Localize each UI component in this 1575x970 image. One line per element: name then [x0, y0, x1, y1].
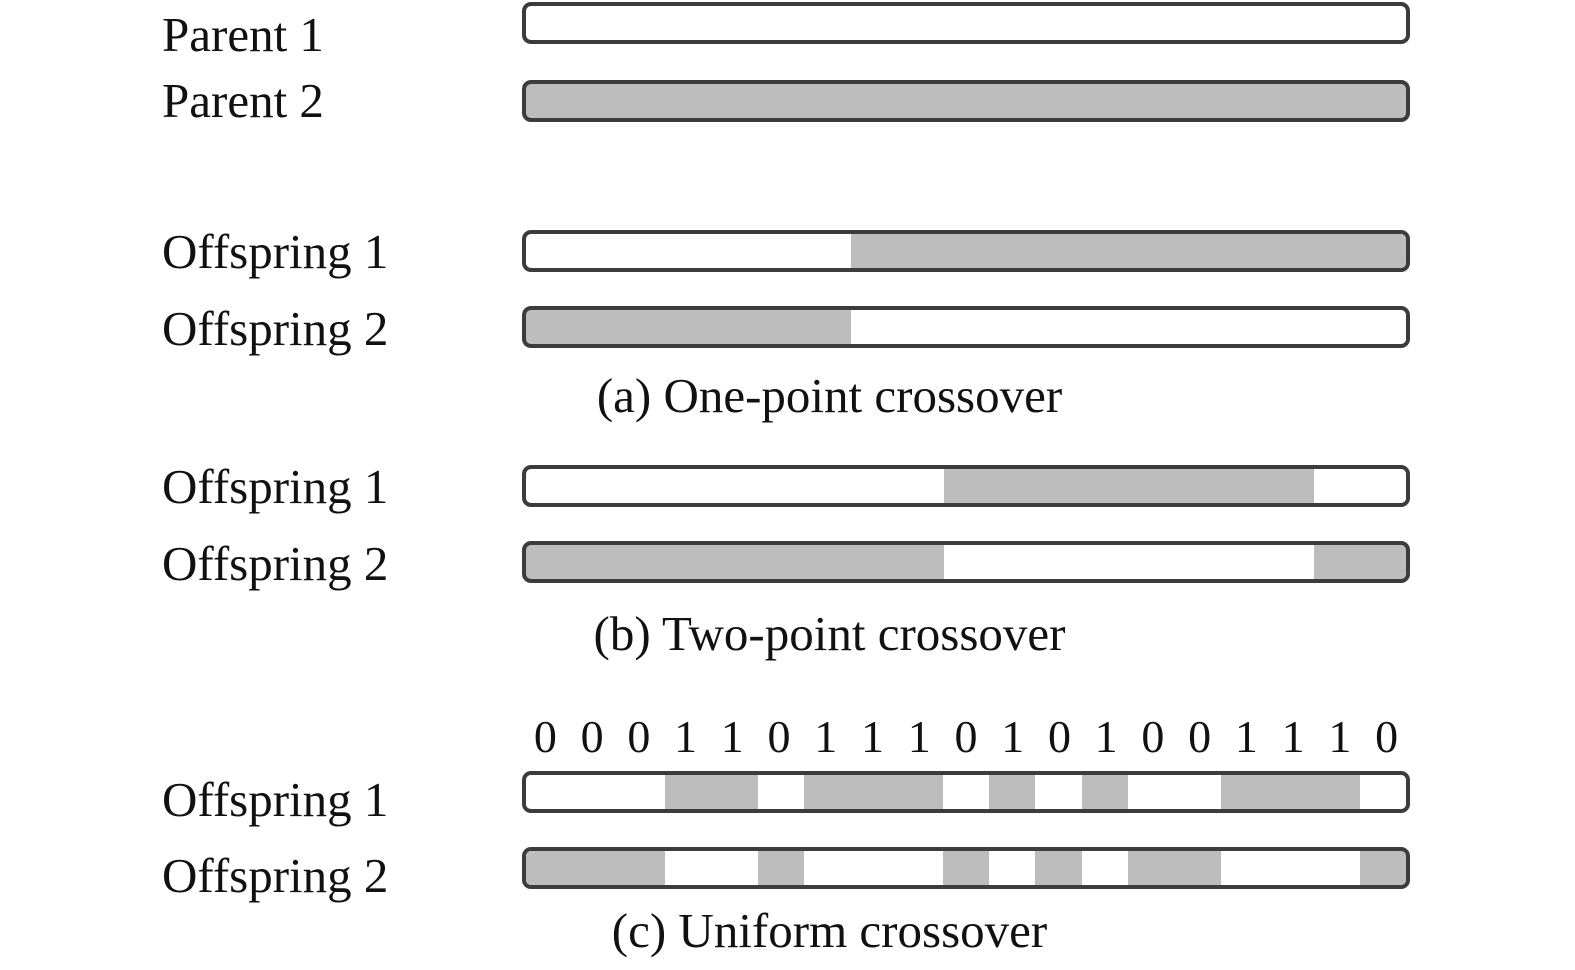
gene-cell	[526, 851, 573, 885]
mask-bit: 0	[533, 711, 557, 762]
mask-bit: 0	[767, 711, 791, 762]
gene-cell	[664, 851, 712, 885]
mask-bit: 1	[674, 711, 698, 762]
gene-cell	[526, 775, 573, 809]
bar-uniform-offspring-1	[522, 771, 1410, 813]
mask-bit: 0	[1141, 711, 1165, 762]
caption-one-point: (a) One-point crossover	[0, 371, 1575, 420]
bar-segment	[1313, 469, 1406, 503]
mask-bit: 0	[1188, 711, 1212, 762]
gene-cell	[803, 851, 851, 885]
bar-one-point-offspring-1	[522, 230, 1410, 272]
label-parent-1: Parent 1	[162, 7, 324, 62]
gene-cell	[1174, 851, 1221, 885]
mask-bit: 1	[907, 711, 931, 762]
label-two-point-offspring-1: Offspring 1	[162, 459, 389, 514]
gene-cell	[1267, 775, 1314, 809]
gene-cell	[1035, 851, 1082, 885]
gene-cell	[942, 851, 990, 885]
gene-cell	[1267, 851, 1314, 885]
gene-cell	[1220, 775, 1267, 809]
mask-bit: 0	[627, 711, 651, 762]
bar-uniform-offspring-2	[522, 847, 1410, 889]
mask-bit: 1	[1001, 711, 1025, 762]
mask-bit: 0	[580, 711, 604, 762]
mask-bit: 1	[720, 711, 744, 762]
bar-segment	[850, 234, 1406, 268]
gene-cell	[989, 851, 1036, 885]
label-one-point-offspring-2: Offspring 2	[162, 301, 389, 356]
mask-bit: 0	[954, 711, 978, 762]
gene-cell	[1174, 775, 1221, 809]
gene-cell	[989, 775, 1036, 809]
gene-cell	[1081, 775, 1129, 809]
caption-two-point: (b) Two-point crossover	[0, 609, 1575, 658]
gene-cell	[942, 775, 990, 809]
gene-cell	[757, 851, 804, 885]
caption-one-point-text: (a) One-point crossover	[596, 368, 1063, 423]
bar-two-point-offspring-2	[522, 541, 1410, 583]
gene-cell	[1220, 851, 1267, 885]
gene-cell	[1313, 851, 1360, 885]
gene-cell	[618, 775, 665, 809]
label-uniform-offspring-2: Offspring 2	[162, 848, 389, 903]
gene-cell	[711, 851, 758, 885]
mask-bit: 0	[1375, 711, 1399, 762]
gene-cell	[572, 851, 619, 885]
mask-bit: 1	[814, 711, 838, 762]
gene-cell	[757, 775, 804, 809]
caption-uniform: (c) Uniform crossover	[0, 906, 1575, 955]
gene-cell	[850, 851, 897, 885]
label-two-point-offspring-2: Offspring 2	[162, 536, 389, 591]
gene-cell	[572, 775, 619, 809]
bar-segment	[944, 545, 1314, 579]
gene-cell	[711, 775, 758, 809]
gene-cell	[1128, 775, 1175, 809]
caption-uniform-text: (c) Uniform crossover	[611, 903, 1048, 958]
gene-cell	[664, 775, 712, 809]
mask-bit: 1	[861, 711, 884, 762]
gene-cell	[1359, 775, 1406, 809]
gene-cell	[850, 775, 897, 809]
label-one-point-offspring-1: Offspring 1	[162, 224, 389, 279]
bar-segment	[944, 469, 1314, 503]
caption-two-point-text: (b) Two-point crossover	[593, 606, 1066, 661]
bar-two-point-offspring-1	[522, 465, 1410, 507]
mask-bit: 1	[1328, 711, 1352, 762]
bar-segment	[850, 310, 1406, 344]
label-parent-2: Parent 2	[162, 73, 324, 128]
gene-cell	[896, 851, 943, 885]
bar-parent-1	[522, 2, 1410, 44]
gene-cell	[1035, 775, 1082, 809]
mask-bit: 1	[1094, 711, 1118, 762]
gene-cell	[1313, 775, 1360, 809]
gene-cell	[1128, 851, 1175, 885]
bar-segment	[1313, 545, 1406, 579]
mask-bit: 1	[1234, 711, 1258, 762]
mask-bit: 0	[1047, 711, 1071, 762]
gene-cell	[1359, 851, 1406, 885]
gene-cell	[1081, 851, 1129, 885]
label-uniform-offspring-1: Offspring 1	[162, 772, 389, 827]
gene-cell	[896, 775, 943, 809]
mask-bit: 1	[1281, 711, 1305, 762]
gene-cell	[618, 851, 665, 885]
bar-one-point-offspring-2	[522, 306, 1410, 348]
gene-cell	[803, 775, 851, 809]
bar-parent-2	[522, 80, 1410, 122]
